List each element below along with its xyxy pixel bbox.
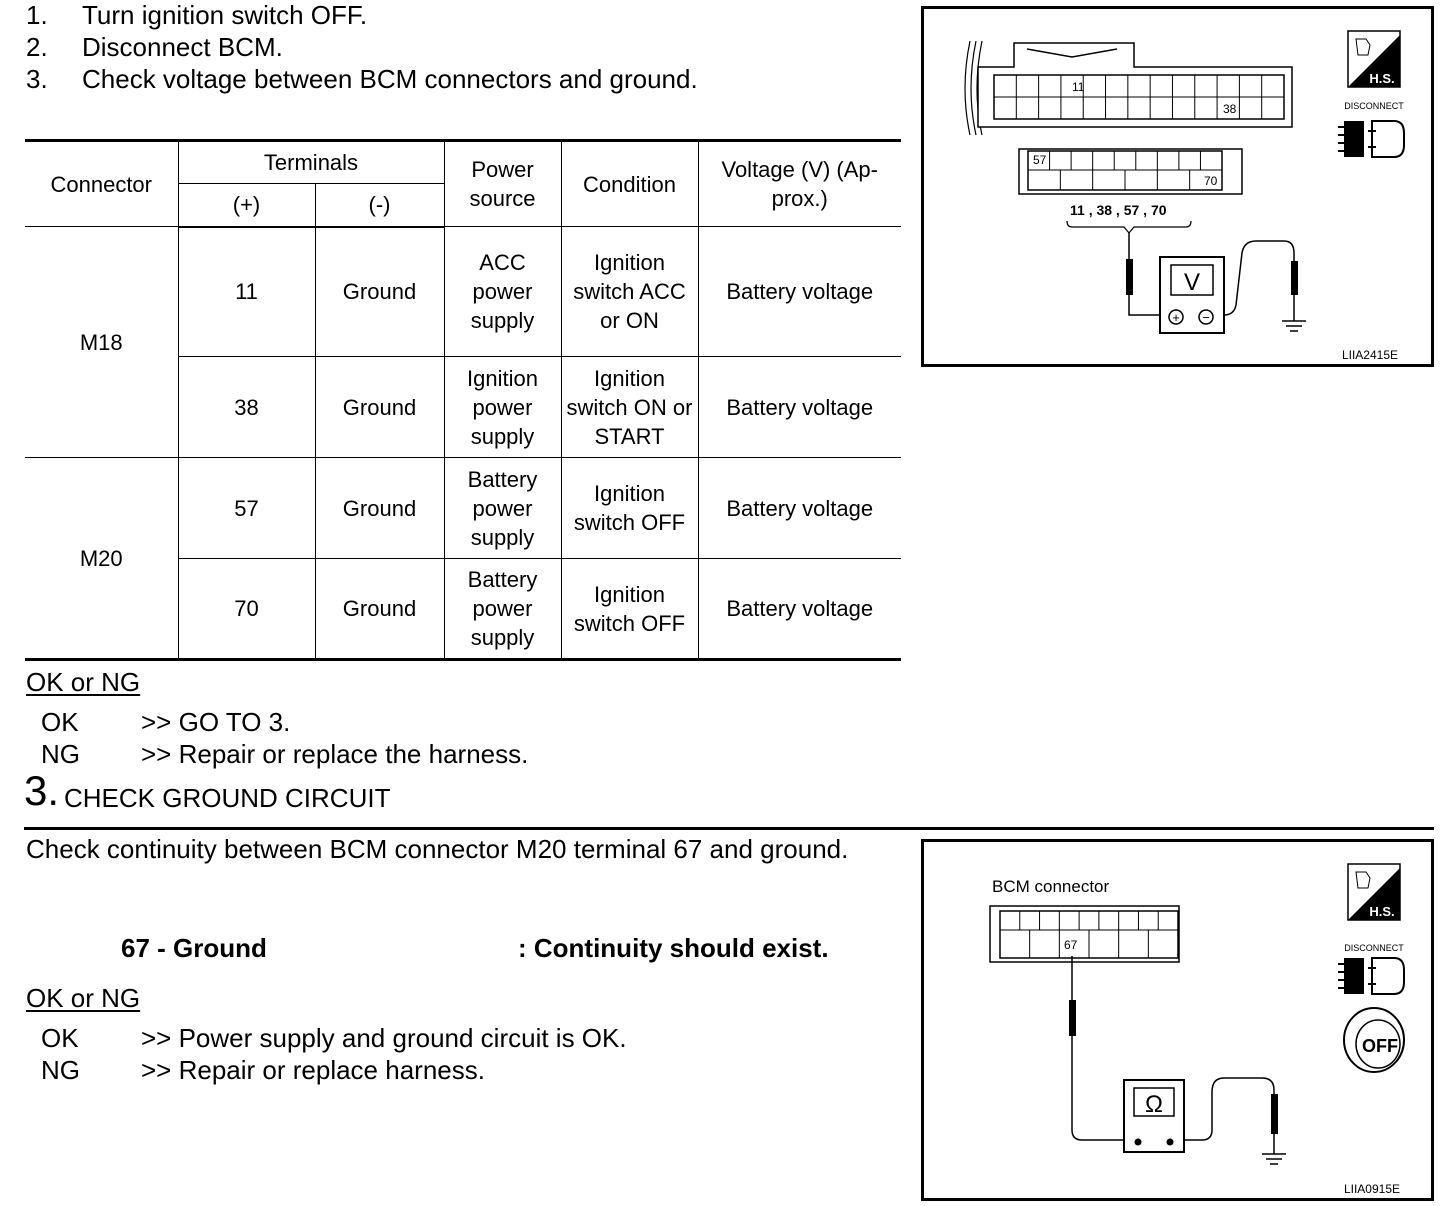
table-row: M20 57 Ground Battery power supply Ignit… (25, 457, 901, 660)
ng-label: NG (41, 1055, 80, 1085)
plus-cell: 11 (177, 226, 316, 357)
condition-cell: Ignition switch OFF (560, 558, 699, 660)
pin-label: 11 (1072, 80, 1085, 94)
ok-label: OK (41, 707, 79, 737)
ignition-off-icon: OFF (1343, 1007, 1405, 1073)
voltage-cell: Battery voltage (697, 558, 901, 660)
voltage-cell: Battery voltage (697, 457, 901, 559)
meter-symbol: V (1184, 269, 1200, 296)
pin-label: 57 (1033, 153, 1047, 167)
hs-badge-icon: H.S. (1347, 863, 1401, 921)
plus-terminal-icon: + (1172, 310, 1180, 325)
step-text: Check voltage between BCM connectors and… (82, 64, 698, 94)
terminals-label: 11 , 38 , 57 , 70 (1070, 202, 1167, 218)
bcm-connector-grid (1000, 911, 1178, 958)
ok-action: >> Power supply and ground circuit is OK… (141, 1023, 627, 1053)
terminals-bracket (1066, 220, 1192, 234)
voltage-cell: Battery voltage (697, 356, 901, 458)
probe-negative (1291, 261, 1298, 295)
power-cell: Battery power supply (443, 457, 562, 559)
hs-badge-icon: H.S. (1347, 30, 1401, 88)
pin-label: 67 (1064, 938, 1078, 952)
header-condition: Condition (560, 140, 699, 227)
probe-positive (1069, 1000, 1076, 1036)
ok-ng-heading: OK or NG (26, 983, 141, 1013)
svg-text:H.S.: H.S. (1369, 71, 1394, 86)
condition-cell: Ignition switch ON or START (560, 356, 699, 458)
instruction-text: Check continuity between BCM connector M… (26, 834, 849, 864)
minus-cell: Ground (314, 457, 445, 559)
disconnect-label: DISCONNECT (1344, 101, 1404, 111)
step-text: Turn ignition switch OFF. (82, 0, 368, 30)
pin-label: 70 (1204, 174, 1218, 188)
table-row: M18 11 Ground ACC power supply Ignition … (25, 226, 901, 458)
voltmeter-icon (1159, 256, 1225, 334)
minus-cell: Ground (314, 226, 445, 357)
voltage-check-diagram: 11 38 57 70 11 , 38 , 57 , 70 V + − (921, 6, 1434, 367)
connector-m20-grid (1028, 151, 1222, 190)
ok-label: OK (41, 1023, 79, 1053)
ohmmeter-icon (1123, 1079, 1185, 1153)
power-cell: Ignition power supply (443, 356, 562, 458)
ok-action: >> GO TO 3. (141, 707, 291, 737)
spec-terminal: 67 - Ground (121, 933, 267, 963)
minus-cell: Ground (314, 356, 445, 458)
section-divider (24, 827, 1434, 830)
ground-symbol-icon (1262, 1142, 1286, 1165)
svg-text:H.S.: H.S. (1369, 904, 1394, 919)
pin-label: 38 (1223, 102, 1237, 116)
header-voltage: Voltage (V) (Ap-prox.) (697, 140, 901, 227)
ng-action: >> Repair or replace the harness. (141, 739, 529, 769)
header-plus: (+) (178, 183, 316, 228)
header-power-source: Power source (443, 140, 562, 227)
ng-label: NG (41, 739, 80, 769)
disconnect-label: DISCONNECT (1344, 943, 1404, 953)
plus-cell: 70 (178, 558, 316, 660)
power-cell: Battery power supply (443, 558, 562, 660)
step-number: 2. (26, 32, 48, 62)
step-number: 3. (26, 64, 48, 94)
connector-cell: M20 (25, 457, 179, 660)
section-number: 3. (24, 767, 60, 814)
spec-requirement: : Continuity should exist. (518, 933, 829, 963)
connector-m18-grid (994, 75, 1284, 119)
probe-positive (1126, 259, 1133, 295)
figure-code: LIIA2415E (1342, 348, 1398, 362)
table-row: 70 Ground Battery power supply Ignition … (25, 558, 901, 660)
plus-cell: 38 (178, 356, 316, 458)
header-connector: Connector (25, 140, 179, 227)
step-text: Disconnect BCM. (82, 32, 283, 62)
svg-text:OFF: OFF (1362, 1036, 1398, 1056)
power-cell: ACC power supply (443, 226, 562, 357)
table-row: 38 Ground Ignition power supply Ignition… (25, 356, 901, 458)
section-title: CHECK GROUND CIRCUIT (64, 783, 391, 813)
connector-m18 (977, 42, 1293, 128)
disconnect-icon (1338, 957, 1405, 995)
probe-negative (1271, 1094, 1278, 1134)
continuity-check-diagram: BCM connector 67 Ω (921, 839, 1434, 1201)
header-minus: (-) (314, 183, 444, 228)
connector-cell: M18 (25, 226, 179, 458)
condition-cell: Ignition switch OFF (560, 457, 699, 559)
condition-cell: Ignition switch ACC or ON (560, 226, 699, 357)
plus-cell: 57 (177, 457, 316, 559)
ground-symbol-icon (1282, 309, 1306, 332)
minus-terminal-icon: − (1202, 310, 1210, 325)
voltage-spec-table: Connector Terminals Power source Conditi… (25, 139, 901, 661)
bcm-connector (989, 905, 1180, 963)
minus-cell: Ground (314, 558, 445, 660)
ng-action: >> Repair or replace harness. (141, 1055, 485, 1085)
ok-ng-heading: OK or NG (26, 667, 141, 697)
voltage-cell: Battery voltage (697, 226, 901, 357)
meter-symbol: Ω (1145, 1091, 1163, 1118)
disconnect-icon (1338, 120, 1405, 158)
step-number: 1. (26, 0, 48, 30)
connector-label: BCM connector (992, 877, 1109, 896)
figure-code: LIIA0915E (1344, 1182, 1400, 1196)
header-terminals: Terminals (177, 140, 445, 184)
